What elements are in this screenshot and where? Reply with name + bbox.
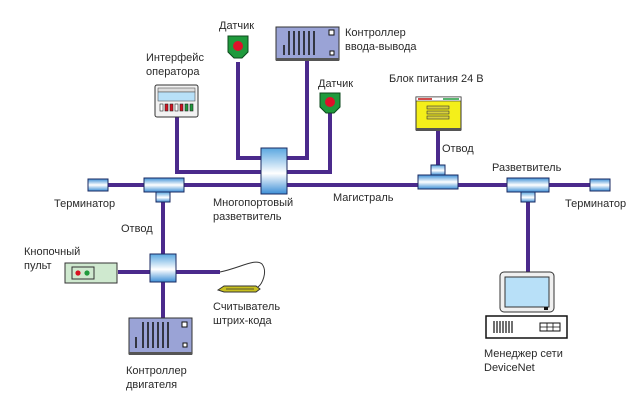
cross-splitter[interactable] [149,253,177,283]
label-barcode-reader: Считыватель штрих-кода [213,301,281,327]
network-manager-pc[interactable] [485,271,568,339]
motor-controller[interactable] [128,317,193,355]
label-push-button-panel: Кнопочный пульт [24,246,81,272]
label-power-supply: Блок питания 24 В [389,73,484,85]
label-trunk: Магистраль [333,192,394,204]
terminator-left[interactable] [87,178,109,192]
sensor-led-icon [325,97,335,107]
barcode-reader[interactable] [216,261,265,293]
push-button-panel[interactable] [64,262,118,284]
label-multiport-splitter: Многопортовый разветвитель [213,197,294,223]
io-controller-cable [286,60,309,160]
power-supply[interactable] [415,96,462,131]
tee-splitter-power[interactable] [417,164,459,190]
green-button-icon [84,270,90,276]
sensor-1-cable [236,62,262,160]
label-terminator-right: Терминатор [565,198,627,210]
tee-splitter-left[interactable] [143,177,185,203]
label-network-manager: Менеджер сети DeviceNet [484,348,563,374]
tee-splitter-right[interactable] [506,177,550,203]
label-splitter-right: Разветвитель [492,162,562,174]
multiport-splitter[interactable] [260,147,288,195]
label-motor-controller: Контроллер двигателя [126,365,187,391]
io-controller[interactable] [275,26,340,61]
label-io-controller: Контроллер ввода-вывода [345,27,417,53]
sensor-2[interactable] [319,92,341,114]
sensor-2-cable [286,112,332,174]
sensor-led-icon [233,41,243,51]
label-operator-interface: Интерфейс оператора [146,52,204,78]
operator-interface[interactable] [154,84,199,118]
label-tap-power: Отвод [442,143,474,155]
label-terminator-left: Терминатор [54,198,116,210]
sensor-1[interactable] [227,35,249,59]
label-sensor-1: Датчик [219,20,255,32]
operator-interface-cable [175,115,262,174]
terminator-right[interactable] [589,178,611,192]
label-sensor-2: Датчик [318,78,354,90]
monitor-screen [504,276,550,308]
label-tap-left: Отвод [121,223,153,235]
red-button-icon [75,270,81,276]
